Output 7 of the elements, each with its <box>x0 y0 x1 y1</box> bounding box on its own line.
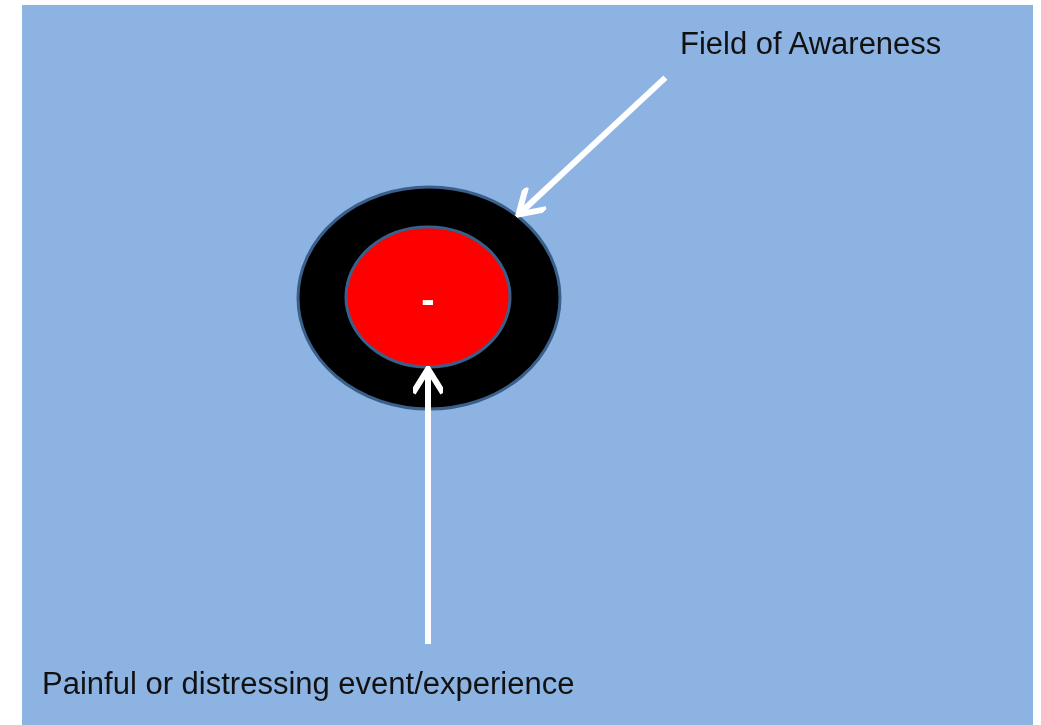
arrow <box>410 366 446 644</box>
callout-text: Field of Awareness <box>680 24 1020 64</box>
sign-text: - <box>420 279 436 319</box>
callout-text: Painful or distressing event/experience <box>42 664 742 704</box>
inner-circle <box>344 225 512 369</box>
arrow <box>515 75 668 218</box>
awareness-ring <box>296 185 562 411</box>
